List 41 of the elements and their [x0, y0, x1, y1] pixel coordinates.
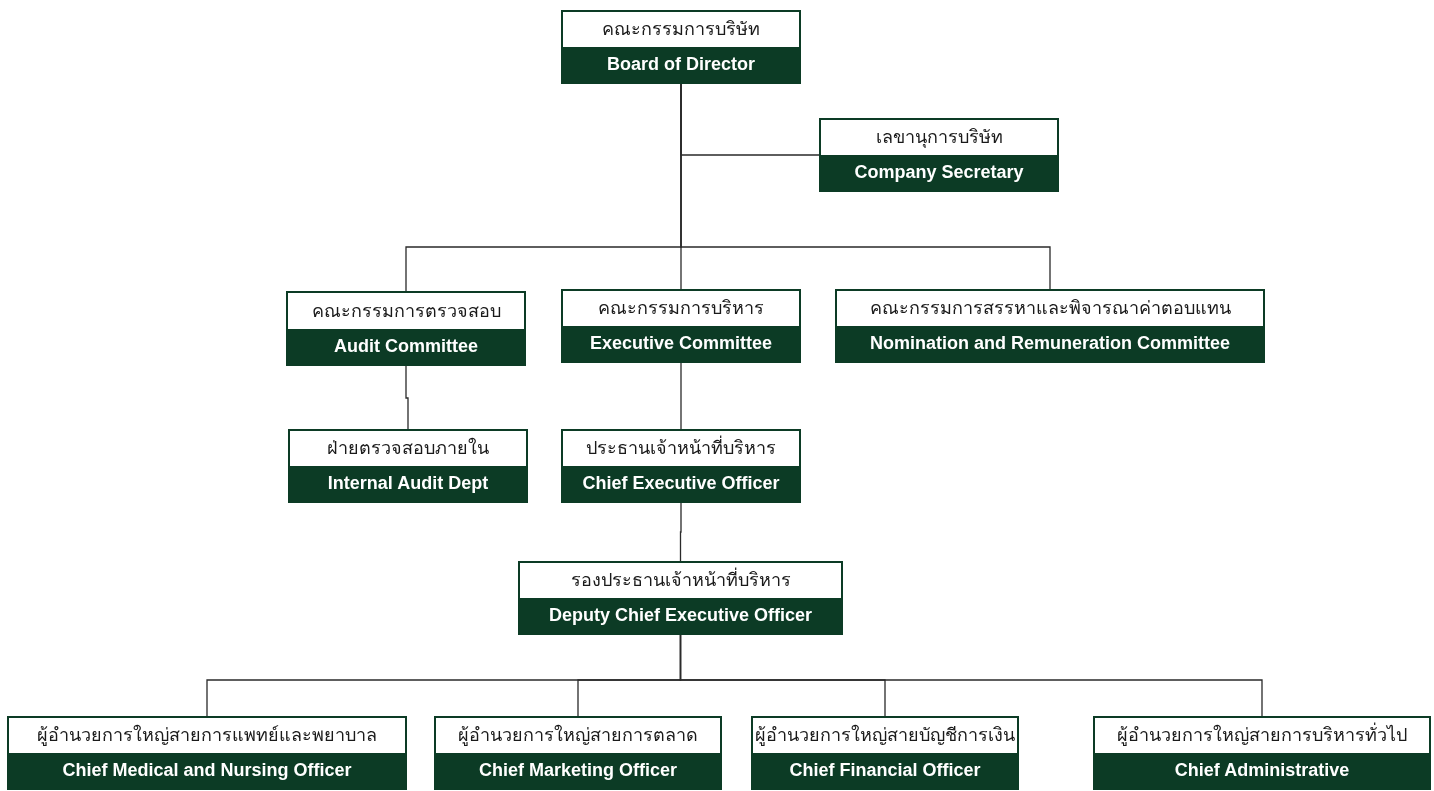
- org-box: [835, 289, 1265, 363]
- english-title: Board of Director: [607, 53, 755, 76]
- english-title: Chief Financial Officer: [789, 759, 981, 782]
- thai-title: ผู้อำนวยการใหญ่สายการบริหารทั่วไป: [1117, 724, 1407, 747]
- thai-title: ผู้อำนวยการใหญ่สายการแพทย์และพยาบาล: [37, 724, 377, 747]
- thai-title: ผู้อำนวยการใหญ่สายบัญชีการเงิน: [755, 724, 1015, 747]
- org-box: [288, 429, 528, 503]
- org-box: [7, 716, 407, 790]
- english-title: Chief Administrative: [1174, 759, 1350, 782]
- english-title: Audit Committee: [334, 335, 478, 358]
- thai-title: เลขานุการบริษัท: [875, 126, 1003, 149]
- thai-title: ผู้อำนวยการใหญ่สายการตลาด: [458, 724, 698, 747]
- thai-title: คณะกรรมการตรวจสอบ: [311, 299, 501, 322]
- thai-title: ประธานเจ้าหน้าที่บริหาร: [586, 437, 776, 460]
- org-box: [819, 118, 1059, 192]
- english-title: Executive Committee: [589, 332, 773, 355]
- thai-title: ฝ่ายตรวจสอบภายใน: [327, 437, 489, 460]
- connector-line: [680, 83, 1051, 290]
- english-title: Internal Audit Dept: [327, 472, 489, 495]
- thai-title: คณะกรรมการบริหาร: [598, 297, 764, 320]
- english-title: Chief Marketing Officer: [478, 759, 677, 782]
- org-box: [518, 561, 843, 635]
- org-box: [561, 10, 801, 84]
- connector-line: [405, 365, 409, 430]
- connector-line: [679, 502, 682, 562]
- org-box: [1093, 716, 1431, 790]
- org-box: [286, 291, 526, 366]
- english-title: Nomination and Remuneration Committee: [870, 332, 1230, 355]
- org-box: [561, 429, 801, 503]
- org-box: [751, 716, 1019, 790]
- english-title: Company Secretary: [854, 161, 1024, 184]
- connector-line: [679, 634, 1263, 717]
- thai-title: รองประธานเจ้าหน้าที่บริหาร: [570, 569, 791, 592]
- thai-title: คณะกรรมการบริษัท: [602, 18, 760, 41]
- org-box: [561, 289, 801, 363]
- english-title: Deputy Chief Executive Officer: [548, 604, 813, 627]
- connector-line: [680, 362, 682, 430]
- org-box: [434, 716, 722, 790]
- english-title: Chief Executive Officer: [582, 472, 780, 495]
- english-title: Chief Medical and Nursing Officer: [62, 759, 352, 782]
- thai-title: คณะกรรมการสรรหาและพิจารณาค่าตอบแทน: [869, 297, 1231, 320]
